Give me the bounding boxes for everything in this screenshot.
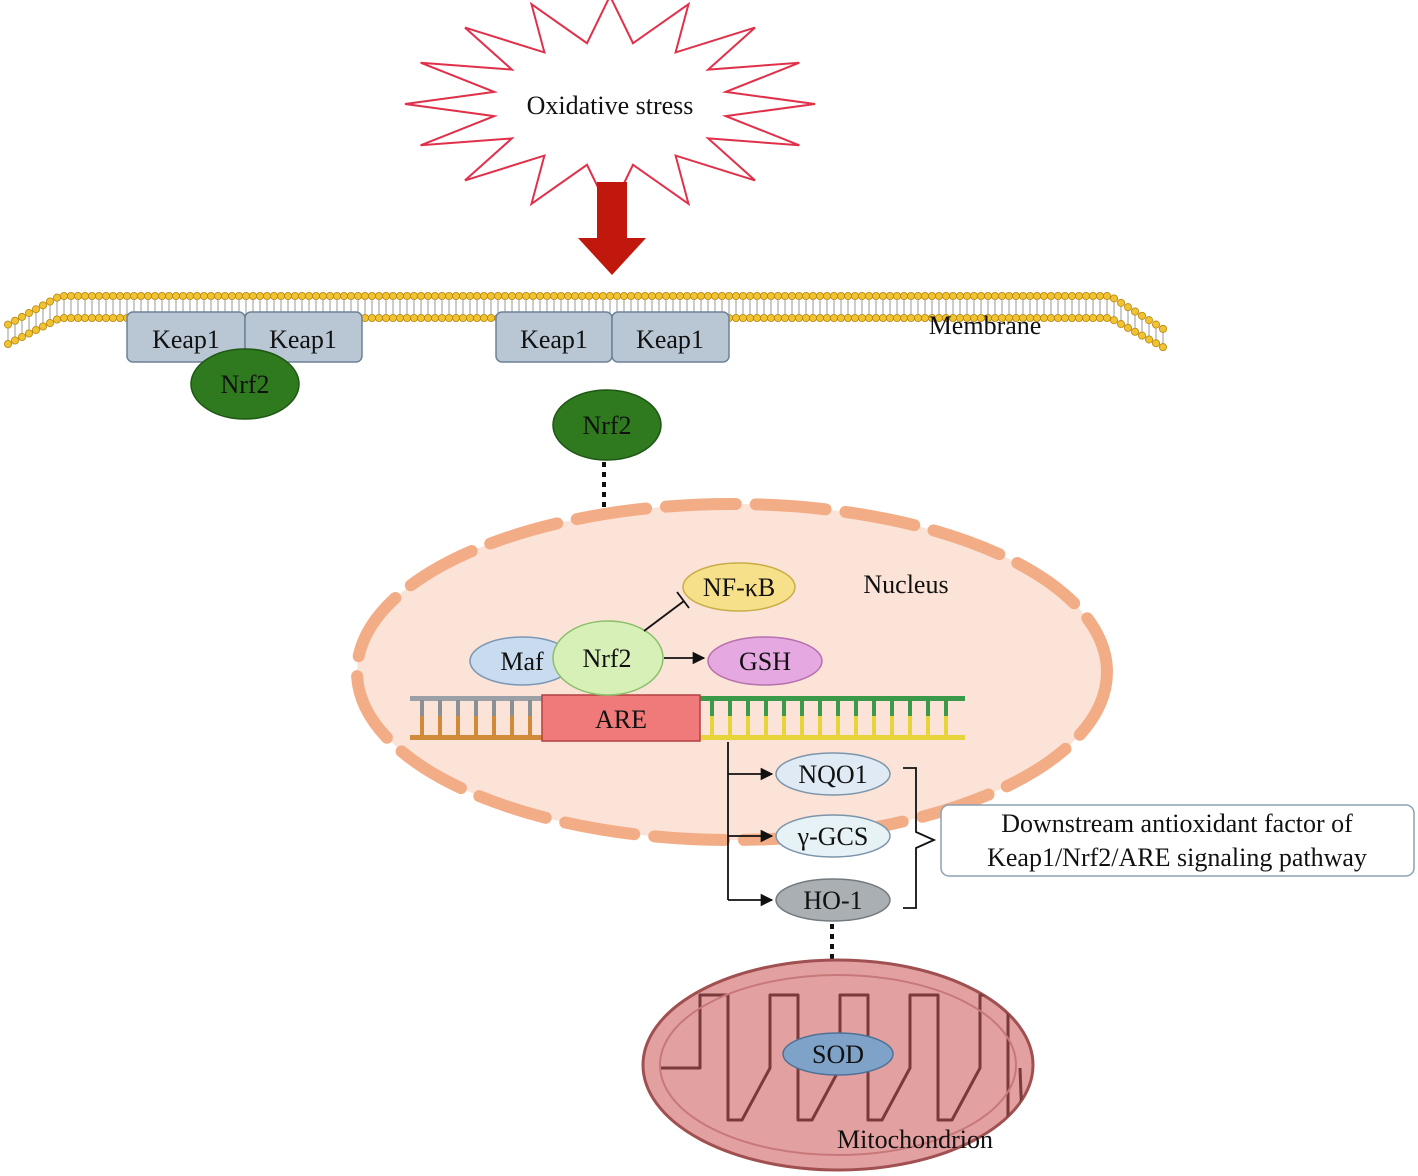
ho1-ellipse <box>775 878 891 922</box>
free-nrf2: Nrf2 <box>552 389 662 461</box>
downstream-bracket <box>903 767 937 909</box>
keap1-label: Keap1 <box>636 325 704 354</box>
keap1-label: Keap1 <box>520 325 588 354</box>
nfkb-label: NF-κB <box>703 573 775 602</box>
dna-strand <box>410 696 965 740</box>
gcs-label: γ-GCS <box>797 822 869 851</box>
keap1-box-left-b <box>244 311 363 363</box>
nqo1-label: NQO1 <box>798 760 867 789</box>
mitochondrion-label: Mitochondrion <box>837 1125 993 1154</box>
maf-label: Maf <box>500 647 544 676</box>
nucleus-label: Nucleus <box>863 570 948 599</box>
are-label: ARE <box>595 705 647 734</box>
keap1-nrf2-complex-left: Keap1 Keap1 Nrf2 <box>126 311 363 420</box>
oxidative-stress-label: Oxidative stress <box>527 91 694 120</box>
downstream-note-line-1: Downstream antioxidant factor of <box>1001 809 1353 838</box>
oxidative-stress-burst: Oxidative stress <box>404 0 816 215</box>
ho1-label: HO-1 <box>803 886 862 915</box>
nrf2-nuclear-ellipse <box>552 620 664 696</box>
nucleus-envelope <box>351 498 1113 846</box>
gcs-ellipse <box>775 814 891 858</box>
nfkb-inhibition-line <box>643 600 685 632</box>
mito-cristae <box>660 993 1024 1122</box>
sod-ellipse <box>782 1032 894 1076</box>
nrf2-bound-label: Nrf2 <box>220 370 269 399</box>
nqo1-ellipse <box>775 752 891 796</box>
keap1-pair-right: Keap1 Keap1 <box>495 311 730 363</box>
mito-inner-rim <box>659 974 1017 1156</box>
downstream-note-line-2: Keap1/Nrf2/ARE signaling pathway <box>987 843 1367 872</box>
gsh-ellipse <box>707 636 823 686</box>
nfkb-ellipse <box>682 562 796 612</box>
keap1-box-right-b <box>611 311 730 363</box>
downstream-note-box <box>940 804 1415 877</box>
downstream-branches <box>727 742 774 907</box>
nrf2-bound-ellipse <box>190 348 300 420</box>
nrf2-nuclear-label: Nrf2 <box>582 644 631 673</box>
nfkb-inhibition-bar <box>676 591 690 609</box>
nrf2-free-label: Nrf2 <box>582 411 631 440</box>
nrf2-free-ellipse <box>552 389 662 461</box>
gsh-label: GSH <box>739 647 791 676</box>
red-activation-arrow <box>578 182 646 275</box>
are-box <box>541 694 701 742</box>
keap1-label: Keap1 <box>152 325 220 354</box>
keap1-label: Keap1 <box>269 325 337 354</box>
membrane-label: Membrane <box>929 311 1042 340</box>
sod-label: SOD <box>812 1040 864 1069</box>
